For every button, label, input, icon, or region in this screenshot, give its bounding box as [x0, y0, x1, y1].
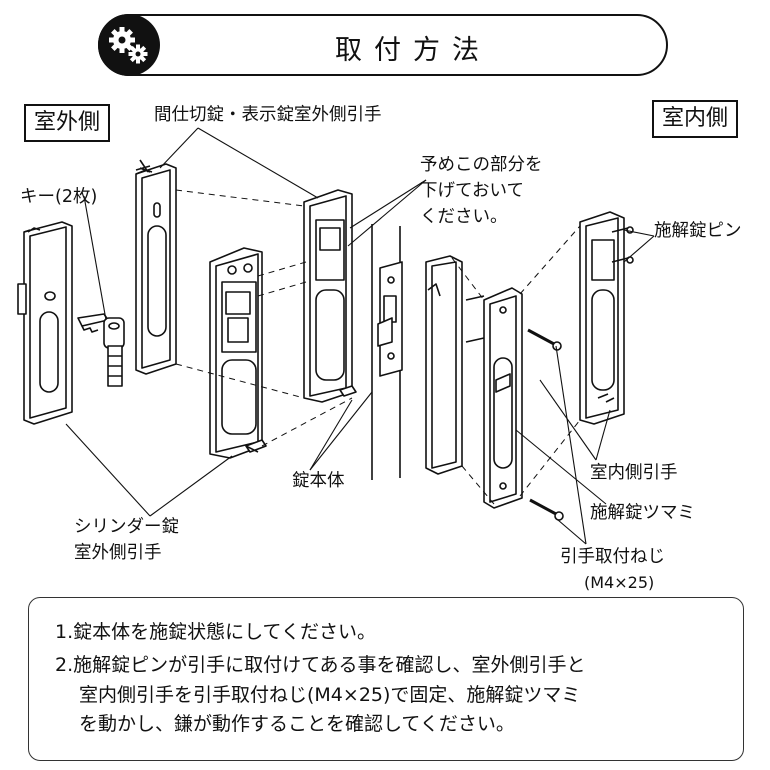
instructions-box: 1.錠本体を施錠状態にしてください。 2.施解錠ピンが引手に取付けてある事を確認… — [28, 597, 744, 761]
indoor-handle-right-drawing — [579, 211, 634, 425]
cylinder-handle-drawing — [17, 221, 73, 425]
cylinder-label-line2: 室外側引手 — [74, 543, 162, 563]
instruction-step-2-line3: を動かし、鎌が動作することを確認してください。 — [79, 713, 515, 736]
partition-handle-label: 間仕切錠・表示錠室外側引手 — [154, 105, 382, 125]
key-label: キー(2枚) — [20, 187, 98, 207]
key-drawing — [77, 313, 125, 387]
indoor-handle-front-drawing — [465, 287, 523, 509]
gear-icon — [98, 14, 160, 76]
indoor-handle-label: 室内側引手 — [590, 463, 678, 483]
screw-label-line1: 引手取付ねじ — [560, 547, 665, 567]
lower-note-line1: 予めこの部分を — [420, 155, 543, 175]
instruction-step-2-line1: 2.施解錠ピンが引手に取付けてある事を確認し、室外側引手と — [55, 654, 586, 677]
release-knob-label: 施解錠ツマミ — [590, 503, 695, 523]
lock-case-drawing — [303, 189, 357, 403]
title-banner: 取付方法 — [98, 14, 668, 76]
indoor-handle-back-drawing — [425, 255, 463, 475]
lower-note-line2: 下げておいて — [420, 181, 524, 201]
installation-diagram — [17, 127, 655, 545]
cylinder-label-line1: シリンダー錠 — [74, 517, 179, 537]
lower-note-line3: ください。 — [420, 207, 508, 227]
outdoor-side-label: 室外側 — [24, 104, 111, 143]
lock-body-drawing — [209, 247, 267, 459]
release-pin-label: 施解錠ピン — [654, 221, 742, 241]
instruction-step-1: 1.錠本体を施錠状態にしてください。 — [55, 621, 376, 643]
instruction-step-2-line2: 室内側引手を引手取付ねじ(M4×25)で固定、施解錠ツマミ — [79, 683, 581, 706]
partition-handle-drawing — [135, 163, 177, 375]
strike-plate-drawing — [377, 261, 403, 377]
lock-body-label: 錠本体 — [292, 471, 345, 491]
screw-label-line2: (M4×25) — [584, 573, 655, 592]
instruction-step-2: 2.施解錠ピンが引手に取付けてある事を確認し、室外側引手と 室内側引手を引手取付… — [55, 651, 721, 739]
indoor-side-label: 室内側 — [652, 100, 739, 139]
screw-bottom-drawing — [529, 498, 564, 521]
page-title: 取付方法 — [335, 35, 491, 66]
